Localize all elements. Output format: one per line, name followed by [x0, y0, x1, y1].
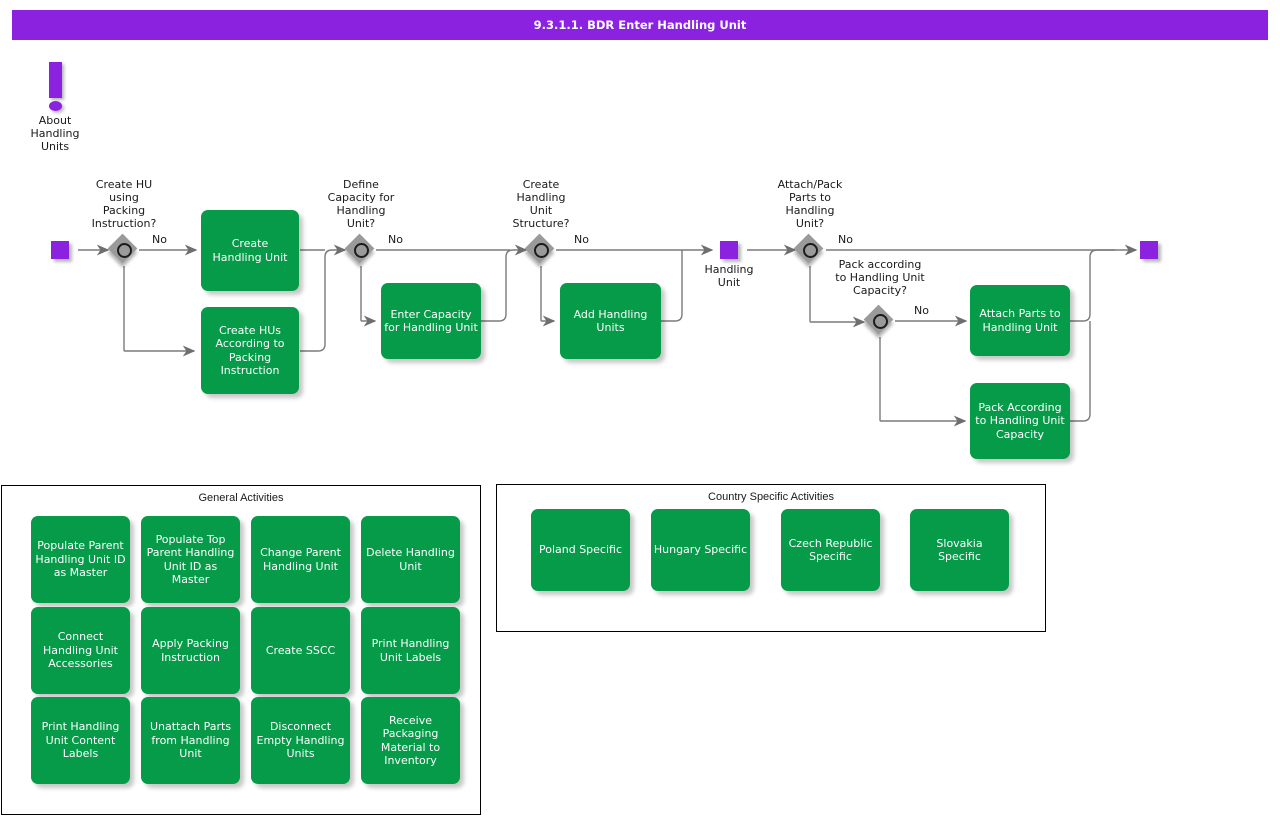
country-activity-label: Slovakia Specific [936, 536, 983, 564]
general-activity-item[interactable]: Change Parent Handling Unit [251, 516, 350, 603]
gateway-2-flow-label: No [388, 233, 403, 246]
gateway-attach-pack-parts-to-handling-unit[interactable] [793, 233, 825, 265]
page-title-bar: 9.3.1.1. BDR Enter Handling Unit [12, 10, 1268, 40]
general-activity-label: Unattach Parts from Handling Unit [149, 720, 232, 761]
task-create-handling-unit[interactable]: Create Handling Unit [201, 210, 299, 291]
gateway-ring-icon [117, 243, 132, 258]
gateway-ring-icon [534, 243, 549, 258]
page-title: 9.3.1.1. BDR Enter Handling Unit [533, 18, 747, 32]
task-attach-parts-to-handling-unit[interactable]: Attach Parts to Handling Unit [970, 285, 1070, 356]
task-label: Add Handling Units [573, 307, 648, 335]
general-activity-item[interactable]: Apply Packing Instruction [141, 607, 240, 694]
task-label: Pack According to Handling Unit Capacity [975, 400, 1065, 441]
general-activity-item[interactable]: Print Handling Unit Labels [361, 607, 460, 694]
gateway-3-label: Create Handling Unit Structure? [512, 178, 570, 230]
general-activity-label: Populate Parent Handling Unit ID as Mast… [35, 539, 126, 580]
task-create-hus-according-to-packing-instruction[interactable]: Create HUs According to Packing Instruct… [201, 307, 299, 394]
general-activity-item[interactable]: Delete Handling Unit [361, 516, 460, 603]
general-activity-label: Delete Handling Unit [366, 546, 455, 573]
country-activity-label: Czech Republic Specific [788, 536, 873, 564]
intermediate-event-handling-unit[interactable] [720, 241, 738, 259]
general-activity-label: Connect Handling Unit Accessories [43, 630, 118, 671]
general-activity-label: Disconnect Empty Handling Units [256, 720, 345, 761]
general-activity-item[interactable]: Populate Top Parent Handling Unit ID as … [141, 516, 240, 603]
country-activity-item[interactable]: Hungary Specific [651, 509, 750, 591]
country-activity-label: Hungary Specific [653, 543, 748, 557]
country-activity-label: Poland Specific [538, 543, 623, 557]
gateway-ring-icon [873, 314, 888, 329]
task-label: Attach Parts to Handling Unit [979, 307, 1061, 334]
gateway-5-label: Pack according to Handling Unit Capacity… [835, 258, 925, 297]
gateway-3-flow-label: No [574, 233, 589, 246]
task-label: Enter Capacity for Handling Unit [384, 307, 478, 335]
general-activity-item[interactable]: Receive Packaging Material to Inventory [361, 697, 460, 784]
task-label: Create HUs According to Packing Instruct… [215, 323, 285, 378]
gateway-pack-according-to-handling-unit-capacity[interactable] [863, 304, 895, 336]
general-activity-label: Print Handling Unit Content Labels [41, 720, 120, 761]
task-add-handling-units[interactable]: Add Handling Units [560, 283, 661, 359]
gateway-ring-icon [354, 243, 369, 258]
general-activity-label: Change Parent Handling Unit [260, 546, 341, 573]
gateway-5-flow-label: No [914, 304, 929, 317]
gateway-4-label: Attach/Pack Parts to Handling Unit? [777, 178, 843, 230]
general-activity-label: Create SSCC [265, 643, 336, 657]
general-activities-title: General Activities [198, 492, 284, 504]
task-pack-according-to-handling-unit-capacity[interactable]: Pack According to Handling Unit Capacity [970, 383, 1070, 459]
exclamation-icon [22, 62, 88, 111]
general-activity-label: Print Handling Unit Labels [371, 637, 450, 664]
country-activity-item[interactable]: Czech Republic Specific [781, 509, 880, 591]
task-enter-capacity-for-handling-unit[interactable]: Enter Capacity for Handling Unit [381, 283, 481, 359]
general-activity-item[interactable]: Unattach Parts from Handling Unit [141, 697, 240, 784]
gateway-1-label: Create HU using Packing Instruction? [91, 178, 157, 230]
general-activity-item[interactable]: Disconnect Empty Handling Units [251, 697, 350, 784]
country-activity-item[interactable]: Poland Specific [531, 509, 630, 591]
end-event[interactable] [1140, 241, 1158, 259]
about-note-label: About Handling Units [30, 114, 80, 153]
general-activity-label: Apply Packing Instruction [152, 637, 229, 664]
general-activity-item[interactable]: Populate Parent Handling Unit ID as Mast… [31, 516, 130, 603]
gateway-4-flow-label: No [838, 233, 853, 246]
general-activity-item[interactable]: Connect Handling Unit Accessories [31, 607, 130, 694]
gateway-ring-icon [803, 243, 818, 258]
handling-unit-event-label: Handling Unit [704, 263, 754, 289]
general-activity-label: Populate Top Parent Handling Unit ID as … [146, 532, 235, 587]
general-activity-item[interactable]: Create SSCC [251, 607, 350, 694]
gateway-1-flow-label: No [152, 233, 167, 246]
about-handling-units-note[interactable]: About Handling Units [22, 62, 88, 153]
task-label: Create Handling Unit [212, 237, 288, 264]
country-activity-item[interactable]: Slovakia Specific [910, 509, 1009, 591]
gateway-create-hu-using-packing-instruction[interactable] [107, 233, 139, 265]
gateway-create-handling-unit-structure[interactable] [524, 233, 556, 265]
start-event[interactable] [51, 241, 69, 259]
gateway-define-capacity-for-handling-unit[interactable] [344, 233, 376, 265]
country-specific-activities-title: Country Specific Activities [708, 491, 834, 503]
general-activity-label: Receive Packaging Material to Inventory [380, 713, 441, 768]
general-activity-item[interactable]: Print Handling Unit Content Labels [31, 697, 130, 784]
gateway-2-label: Define Capacity for Handling Unit? [327, 178, 395, 230]
